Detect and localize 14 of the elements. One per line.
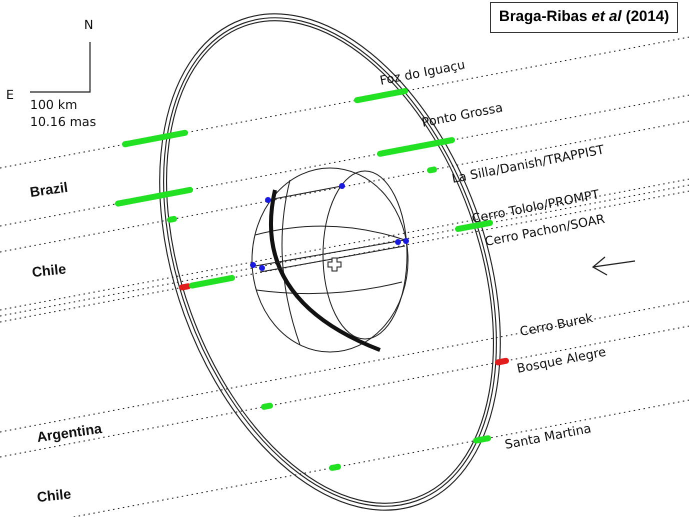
citation-box: Braga-Ribas et al (2014)	[490, 2, 678, 32]
country-label: Chile	[31, 261, 67, 280]
compass-letter: N	[84, 18, 94, 32]
country-label: Brazil	[28, 180, 69, 200]
compass-letter: E	[6, 88, 14, 102]
country-label: Argentina	[36, 420, 103, 446]
scale-label: 100 km	[30, 98, 78, 112]
station-label: Santa Martina	[504, 421, 592, 452]
scale-label: 10.16 mas	[30, 115, 96, 129]
station-label: Cerro Burek	[518, 310, 594, 339]
station-label: Foz do Iguaçu	[378, 58, 466, 88]
country-label: Chile	[36, 486, 72, 506]
station-label: Ponto Grossa	[420, 100, 504, 130]
station-label: Bosque Alegre	[516, 344, 608, 376]
